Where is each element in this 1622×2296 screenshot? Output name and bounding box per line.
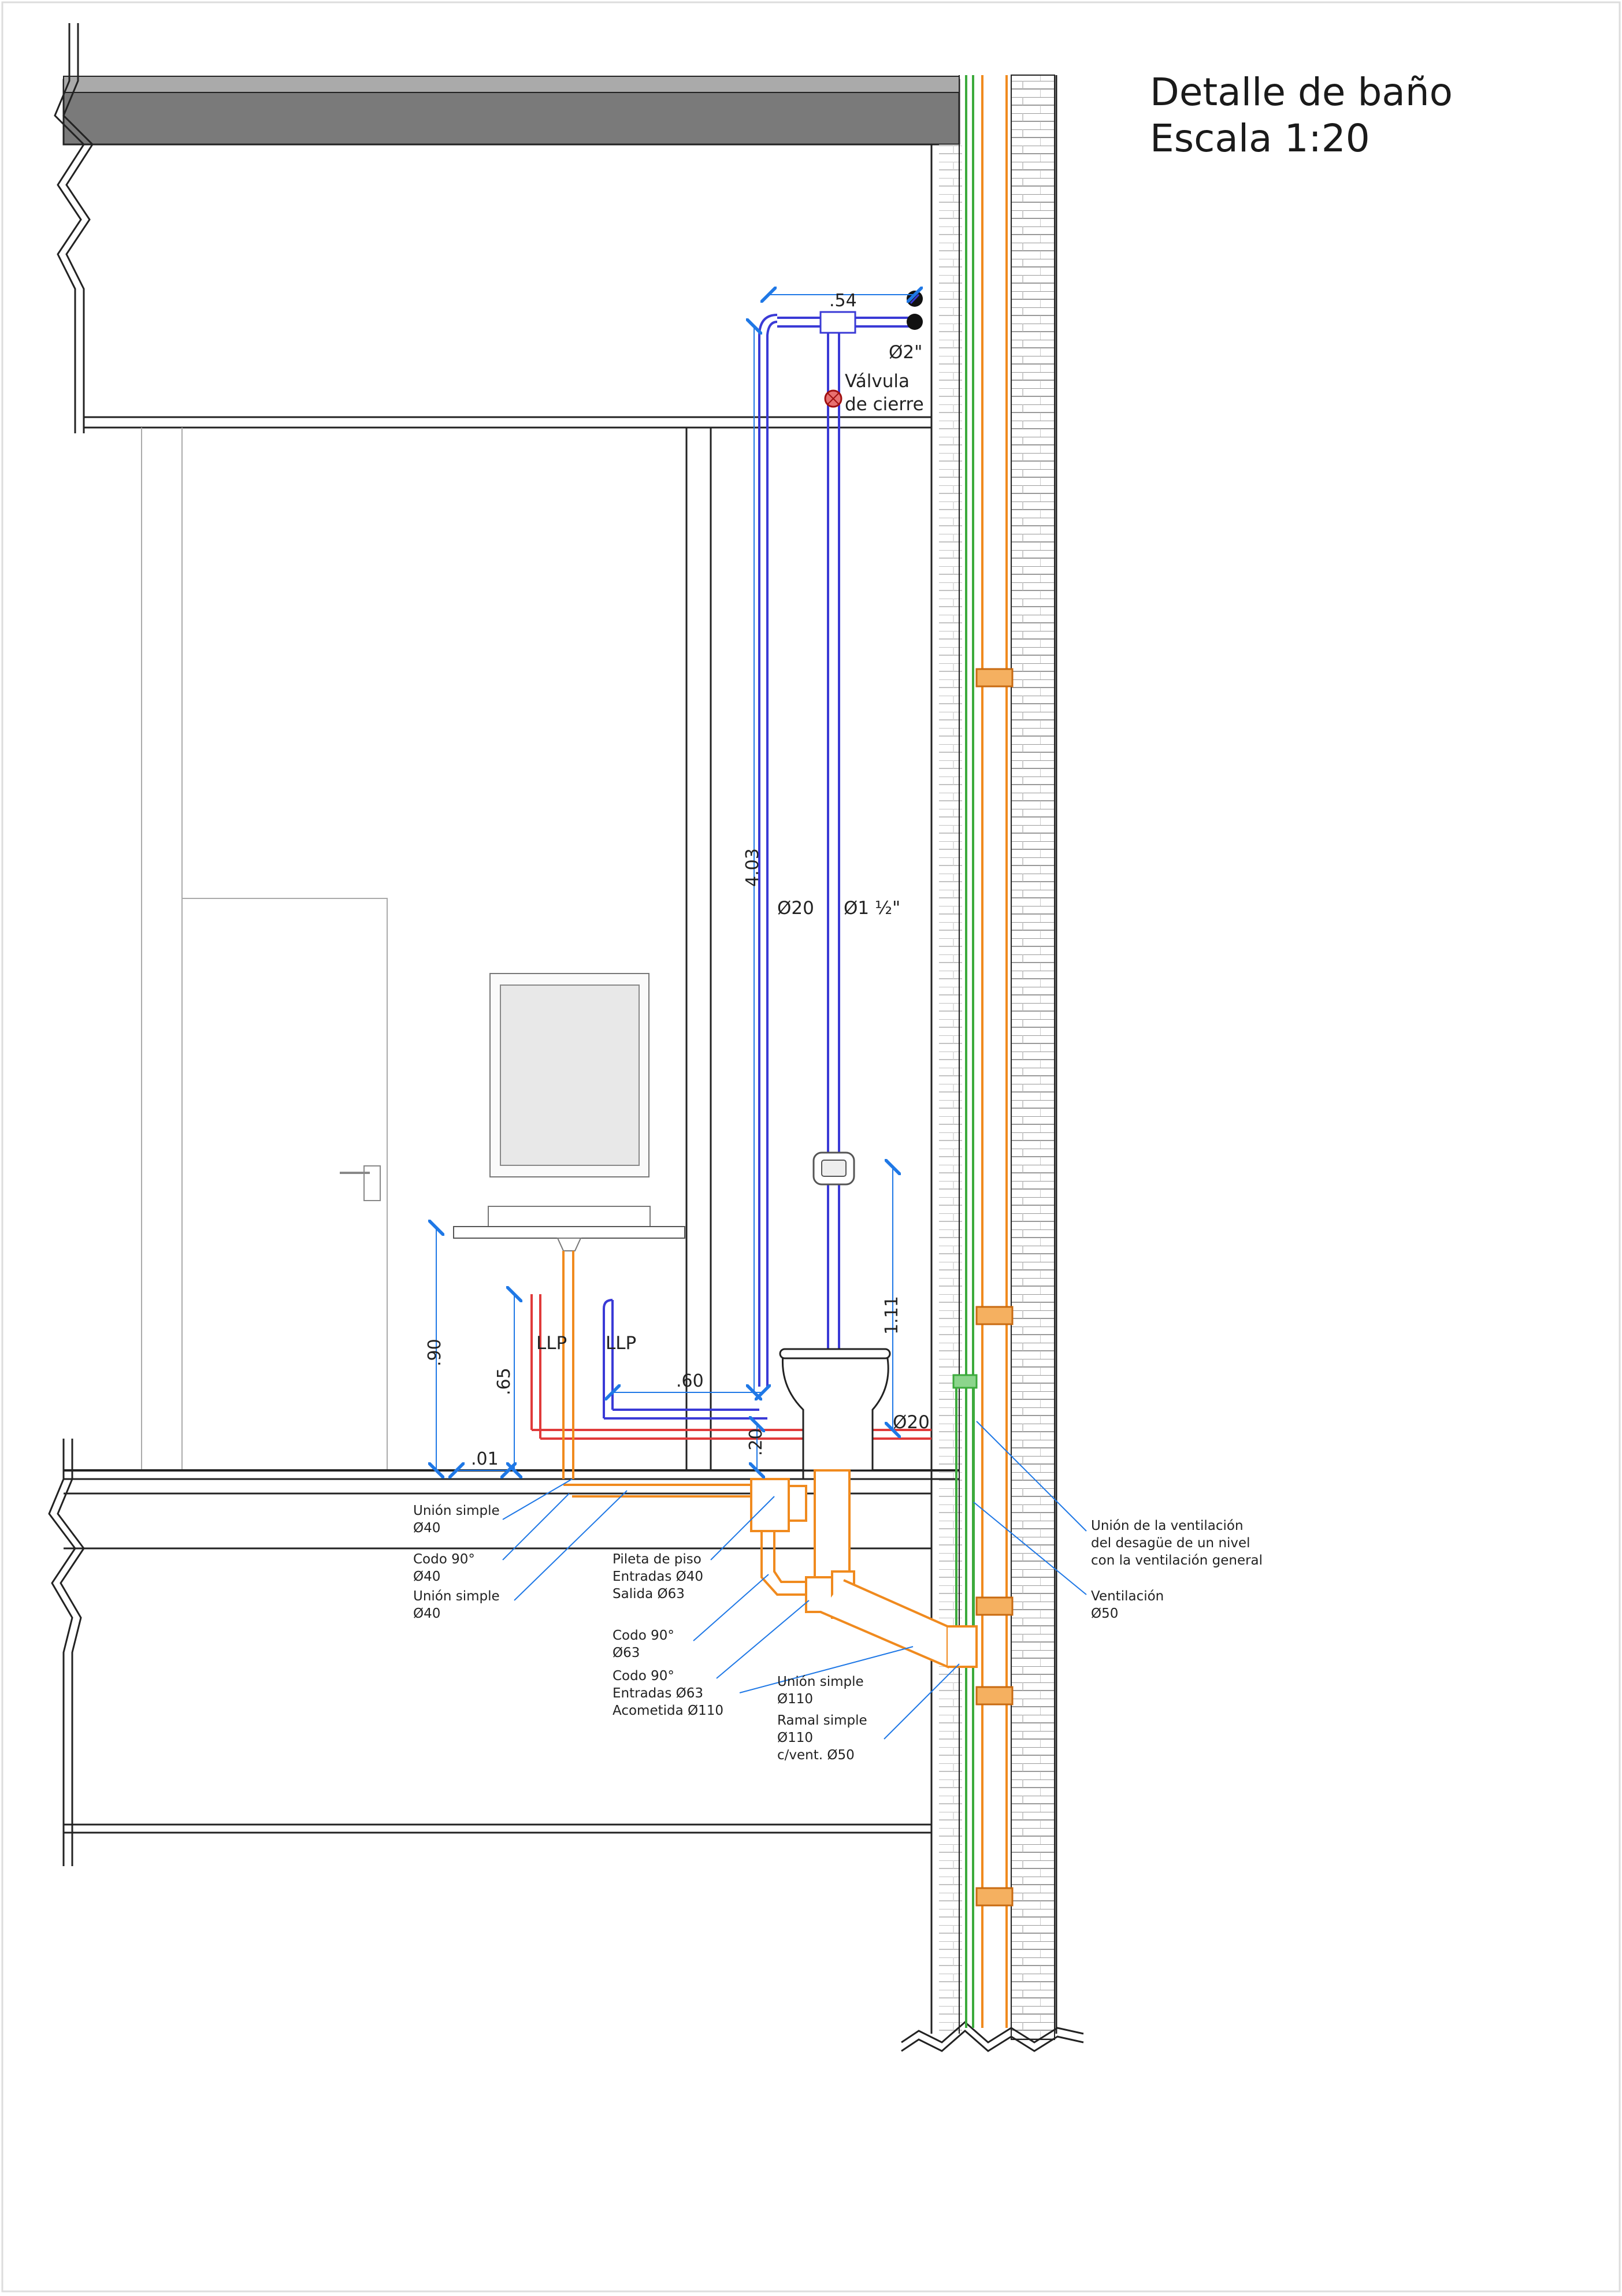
svg-text:Pileta de piso: Pileta de piso [613, 1552, 701, 1567]
floor-trap-grate [788, 1485, 807, 1522]
basin-cold-riser [603, 1299, 613, 1418]
title-line-1: Detalle de baño [1150, 70, 1453, 114]
dim-cistern-height: 1.11 [882, 1296, 902, 1335]
svg-text:del desagüe de un nivel: del desagüe de un nivel [1091, 1536, 1250, 1551]
svg-text:Ø50: Ø50 [1091, 1606, 1118, 1621]
label-valve-2: de cierre [845, 394, 924, 415]
svg-text:Ø40: Ø40 [413, 1569, 440, 1584]
flush-button [821, 1160, 847, 1177]
callout-branch-110: Ramal simple Ø110 c/vent. Ø50 [777, 1713, 867, 1763]
lower-break-line-2 [57, 1439, 85, 1866]
vent-coupling [952, 1374, 978, 1389]
dim-floor-offset: .20 [746, 1428, 766, 1456]
main-branch-join [948, 1625, 978, 1668]
left-break-line-2 [62, 23, 94, 433]
dim-slab-offset: .01 [471, 1449, 499, 1469]
svg-text:Ø40: Ø40 [413, 1606, 440, 1621]
toilet-seat [779, 1348, 891, 1359]
riser-left [766, 321, 778, 1387]
callout-vent: Ventilación Ø50 [1091, 1589, 1164, 1621]
svg-text:Unión simple: Unión simple [777, 1674, 864, 1689]
mirror-glass [500, 984, 640, 1166]
basin-counter [453, 1226, 685, 1239]
left-break-line [54, 23, 85, 433]
wall-cavity-hatch [939, 144, 962, 2034]
stack-coupling-4 [975, 1686, 1014, 1706]
label-riser-left: Ø20 [777, 898, 814, 919]
svg-text:Ø110: Ø110 [777, 1692, 813, 1707]
valve-cross-2 [827, 392, 840, 405]
stack-coupling-1 [975, 668, 1014, 688]
basin-drain [556, 1238, 582, 1251]
bottom-break-line [901, 2021, 1084, 2044]
basin-top [488, 1206, 651, 1227]
dim-branch-length: .60 [676, 1371, 704, 1391]
label-main-diameter: Ø2" [889, 342, 922, 363]
label-tap-right: LLP [606, 1333, 636, 1354]
supply-riser-end-2 [907, 314, 923, 330]
door [181, 898, 388, 1471]
callout-floor-trap: Pileta de piso Entradas Ø40 Salida Ø63 [613, 1552, 703, 1602]
wall-brick [1011, 75, 1055, 2040]
svg-text:Codo 90°: Codo 90° [413, 1552, 475, 1567]
bottom-break-line-2 [901, 2030, 1084, 2052]
dimension-lines [436, 295, 915, 1470]
callout-vent-union: Unión de la ventilación del desagüe de u… [1091, 1518, 1263, 1568]
label-tap-left: LLP [536, 1333, 567, 1354]
svg-text:Codo 90°: Codo 90° [613, 1628, 674, 1643]
svg-text:Entradas Ø40: Entradas Ø40 [613, 1569, 703, 1584]
trap-elbow [760, 1531, 809, 1596]
callout-elbow-63: Codo 90° Ø63 [613, 1628, 674, 1660]
svg-text:Unión simple: Unión simple [413, 1589, 500, 1604]
label-riser-right: Ø1 ½" [844, 898, 900, 919]
dim-top-width: .54 [829, 291, 857, 311]
callout-elbow-40: Codo 90° Ø40 [413, 1552, 475, 1584]
callout-leaders [502, 1421, 1087, 1740]
stack-coupling-5 [975, 1887, 1014, 1907]
callout-union-110: Unión simple Ø110 [777, 1674, 864, 1707]
title-line-2: Escala 1:20 [1150, 116, 1370, 161]
door-handle-plate [363, 1165, 381, 1201]
svg-text:c/vent. Ø50: c/vent. Ø50 [777, 1748, 855, 1763]
svg-text:Entradas Ø63: Entradas Ø63 [613, 1686, 703, 1701]
svg-text:Ø40: Ø40 [413, 1521, 440, 1536]
tee-fitting [819, 311, 856, 334]
dim-basin-height: .90 [425, 1339, 445, 1366]
svg-text:Ventilación: Ventilación [1091, 1589, 1164, 1604]
floor-trap [750, 1478, 790, 1532]
stack-coupling-2 [975, 1306, 1014, 1325]
svg-text:con la ventilación general: con la ventilación general [1091, 1553, 1263, 1568]
trap-elbow-2 [773, 1531, 809, 1583]
label-toilet-feed: Ø20 [893, 1412, 930, 1433]
lower-break-line [48, 1439, 76, 1866]
callout-elbow-110: Codo 90° Entradas Ø63 Acometida Ø110 [613, 1669, 723, 1718]
stack-coupling-3 [975, 1596, 1014, 1616]
toilet-bowl [781, 1354, 889, 1472]
svg-text:Unión simple: Unión simple [413, 1503, 500, 1518]
callout-union-40-a: Unión simple Ø40 [413, 1503, 500, 1536]
callout-union-40-b: Unión simple Ø40 [413, 1589, 500, 1621]
svg-text:Unión de la ventilación: Unión de la ventilación [1091, 1518, 1244, 1533]
svg-text:Ramal simple: Ramal simple [777, 1713, 867, 1728]
roof-screed [63, 76, 960, 93]
label-valve-1: Válvula [845, 371, 910, 392]
svg-text:Ø63: Ø63 [613, 1645, 640, 1660]
dim-riser-height: 4.03 [743, 848, 763, 887]
svg-text:Salida Ø63: Salida Ø63 [613, 1587, 685, 1602]
svg-text:Acometida Ø110: Acometida Ø110 [613, 1703, 723, 1718]
svg-text:Ø110: Ø110 [777, 1730, 813, 1745]
svg-text:Codo 90°: Codo 90° [613, 1669, 674, 1684]
dim-tap-height: .65 [494, 1368, 514, 1395]
